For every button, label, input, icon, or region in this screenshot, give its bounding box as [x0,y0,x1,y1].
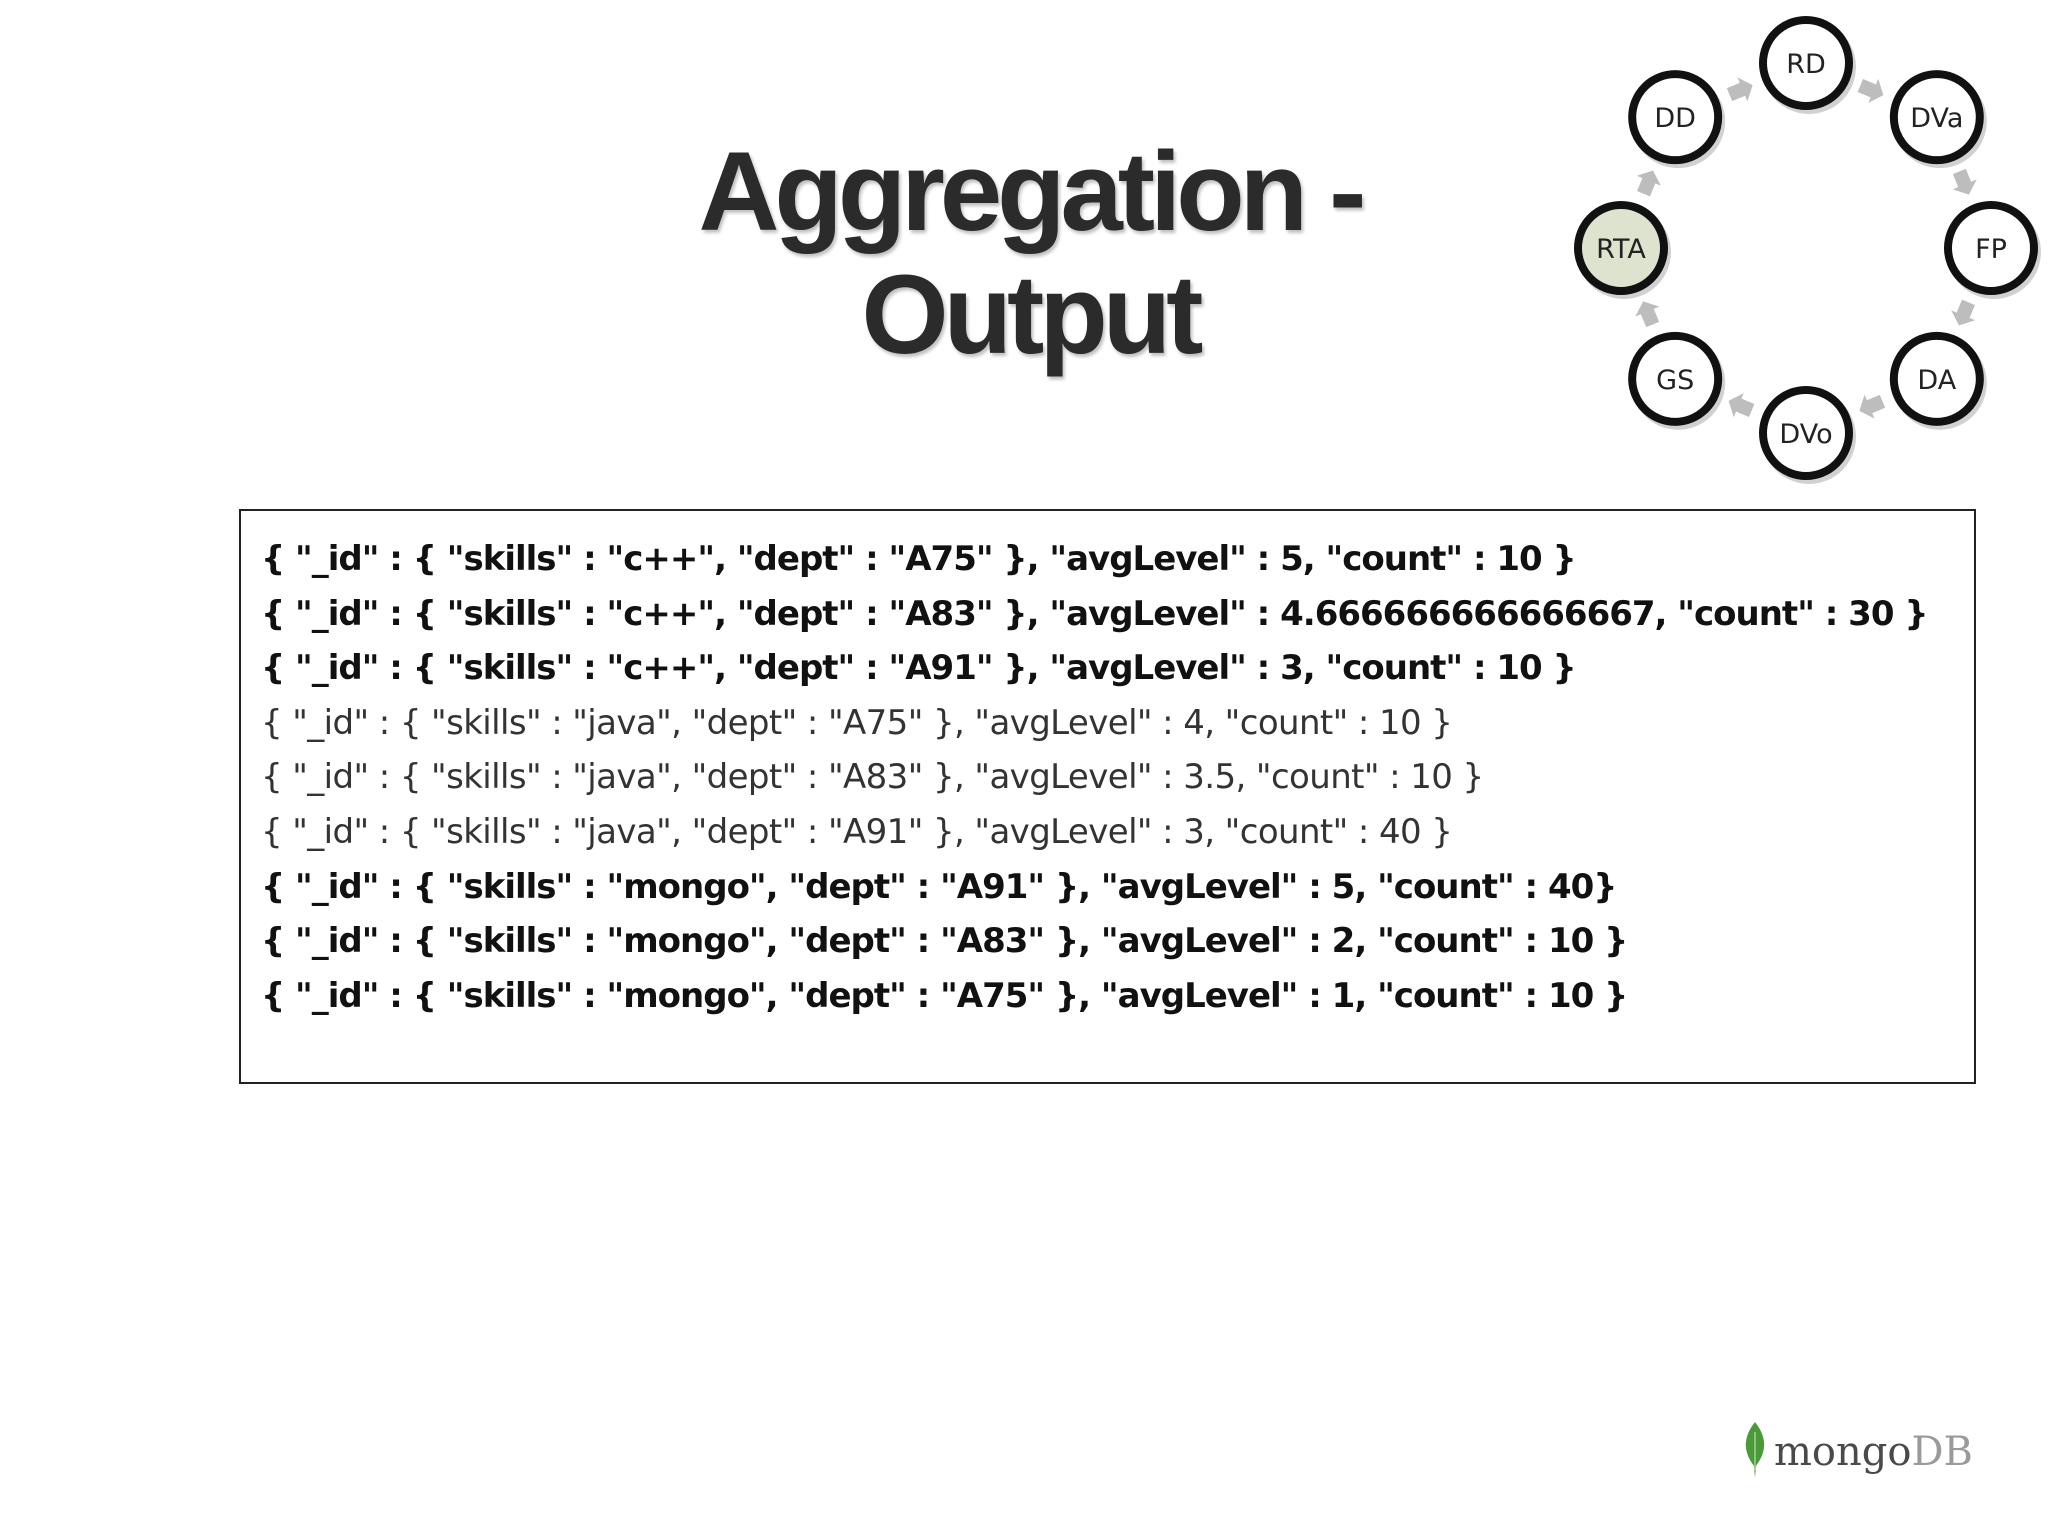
cycle-node-da: DA [1889,331,1987,430]
cycle-node-dvo: DVo [1759,386,1856,484]
cycle-node-fp: FP [1944,201,2041,299]
cycle-arrow-icon [1859,394,1886,419]
output-line: { "_id" : { "skills" : "mongo", "dept" :… [261,921,1628,962]
mongodb-wordmark: mongoDB [1774,1432,1973,1472]
output-line: { "_id" : { "skills" : "java", "dept" : … [261,757,1484,798]
cycle-node-label: DD [1654,103,1696,134]
cycle-node-label: RD [1786,49,1826,80]
output-line: { "_id" : { "skills" : "mongo", "dept" :… [261,975,1628,1016]
cycle-arrow-icon [1635,301,1660,328]
mongodb-logo: mongoDB [1740,1420,1973,1480]
output-line: { "_id" : { "skills" : "c++", "dept" : "… [261,648,1577,689]
cycle-arrow-icon [1728,393,1755,418]
cycle-arrow-icon [1857,78,1884,103]
cycle-node-dd: DD [1628,70,1726,169]
cycle-arrow-icon [1726,77,1753,102]
output-line: { "_id" : { "skills" : "c++", "dept" : "… [261,539,1577,579]
output-lines: { "_id" : { "skills" : "c++", "dept" : "… [261,532,1974,1023]
slide-title: Aggregation - Output [698,129,1367,378]
cycle-node-rd: RD [1759,16,1856,114]
cycle-node-label: DA [1917,365,1956,396]
cycle-node-label: DVo [1779,419,1832,450]
cycle-node-label: FP [1975,234,2007,265]
cycle-arrow-icon [1951,299,1976,326]
aggregation-output-box: { "_id" : { "skills" : "c++", "dept" : "… [239,509,1976,1084]
logo-word-db: DB [1911,1429,1973,1475]
cycle-node-label: RTA [1596,234,1646,265]
cycle-arrows [1635,77,1977,419]
output-line: { "_id" : { "skills" : "java", "dept" : … [261,702,1453,743]
mongodb-leaf-icon [1745,1422,1765,1478]
cycle-node-gs: GS [1628,331,1726,430]
cycle-node-dva: DVa [1889,70,1987,169]
cycle-node-label: DVa [1910,103,1963,134]
logo-word-mongo: mongo [1774,1429,1912,1475]
cycle-arrow-icon [1636,170,1661,197]
cycle-arrow-icon [1952,168,1977,195]
output-line: { "_id" : { "skills" : "mongo", "dept" :… [261,866,1617,907]
cycle-node-rta: RTA [1574,201,1671,299]
output-line: { "_id" : { "skills" : "c++", "dept" : "… [261,593,1929,634]
output-line: { "_id" : { "skills" : "java", "dept" : … [261,811,1453,852]
cycle-node-label: GS [1656,365,1694,396]
